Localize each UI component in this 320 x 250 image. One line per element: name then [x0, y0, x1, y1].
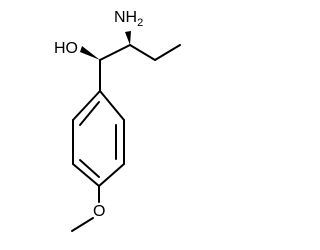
ring-double-bond	[79, 101, 100, 126]
ring-bond	[98, 163, 125, 187]
ring-bond	[99, 90, 125, 121]
amine-label-subscript: 2	[137, 17, 143, 29]
chemical-structure: HO NH2 O	[54, 9, 181, 232]
wedge-bond-to-hydroxyl	[80, 46, 100, 60]
carbinol-to-amine-carbon-bond	[99, 44, 131, 61]
methoxy-methyl-bond	[71, 217, 94, 232]
ether-oxygen-label: O	[93, 203, 105, 220]
bonds	[71, 44, 181, 232]
wedge-bond-to-amine	[125, 31, 131, 45]
ethyl-bond-1	[129, 44, 156, 61]
amine-label-base: NH	[114, 9, 137, 26]
ring-double-bond	[79, 159, 100, 178]
ring-bond	[72, 90, 101, 121]
hydroxyl-label: HO	[54, 40, 78, 57]
ring-bond	[72, 163, 100, 187]
amine-label: NH2	[114, 9, 143, 29]
ethyl-bond-2	[154, 44, 181, 61]
